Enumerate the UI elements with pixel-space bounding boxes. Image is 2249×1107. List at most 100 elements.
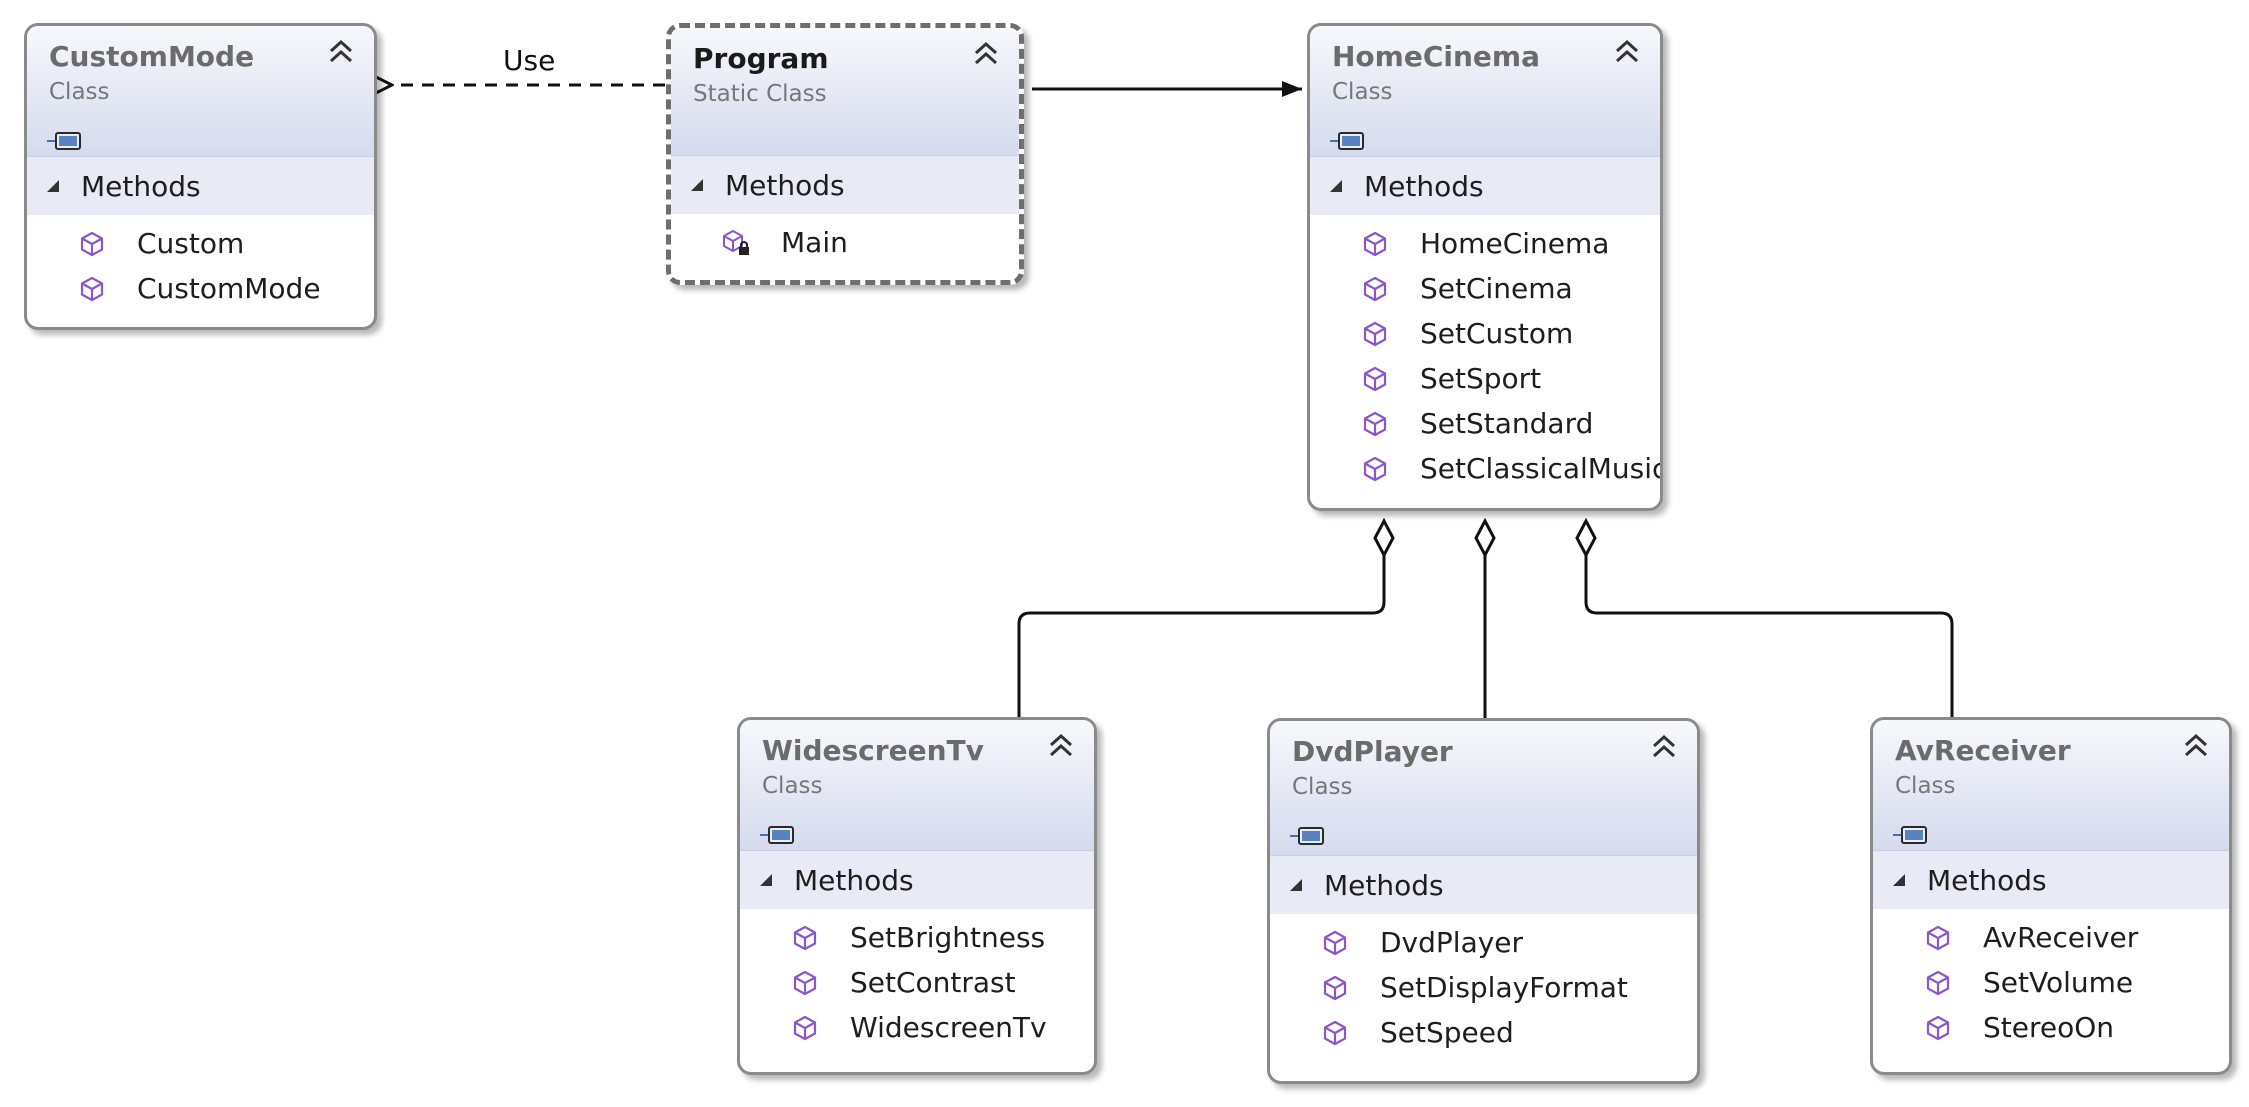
methods-section-header[interactable]: Methods <box>27 157 374 215</box>
section-label: Methods <box>1324 868 1444 902</box>
class-icon <box>1893 826 1927 844</box>
section-label: Methods <box>81 169 201 203</box>
method-name: SetVolume <box>1983 966 2134 999</box>
method-item[interactable]: Custom <box>27 221 374 266</box>
class-name: HomeCinema <box>1332 40 1540 73</box>
method-name: SetSpeed <box>1380 1016 1514 1049</box>
method-cube-icon <box>1323 930 1347 955</box>
method-item[interactable]: SetCustom <box>1310 311 1660 356</box>
method-cube-icon <box>1926 970 1950 995</box>
collapse-chevron-icon[interactable] <box>326 36 356 66</box>
collapse-triangle-icon[interactable] <box>47 180 59 192</box>
class-name: Program <box>693 42 829 75</box>
method-cube-icon <box>793 970 817 995</box>
method-item[interactable]: SetSpeed <box>1270 1010 1697 1055</box>
class-header[interactable]: AvReceiver Class <box>1873 720 2229 851</box>
class-name: AvReceiver <box>1895 734 2071 767</box>
aggregation-diamond-dvdplayer <box>1474 517 1496 559</box>
collapse-chevron-icon[interactable] <box>971 38 1001 68</box>
method-item[interactable]: SetCinema <box>1310 266 1660 311</box>
method-cube-icon <box>1363 366 1387 391</box>
method-cube-icon <box>80 276 104 301</box>
method-list: Main <box>671 214 1019 273</box>
method-item[interactable]: AvReceiver <box>1873 915 2229 960</box>
method-item[interactable]: SetContrast <box>740 960 1094 1005</box>
collapse-chevron-icon[interactable] <box>1649 731 1679 761</box>
section-label: Methods <box>1927 863 2047 897</box>
method-name: HomeCinema <box>1420 227 1610 260</box>
method-item[interactable]: SetSport <box>1310 356 1660 401</box>
class-box-custommode[interactable]: CustomMode Class Methods Custom CustomMo… <box>24 23 377 330</box>
method-cube-icon <box>1926 1015 1950 1040</box>
class-icon <box>760 826 794 844</box>
section-label: Methods <box>794 863 914 897</box>
method-name: SetBrightness <box>850 921 1046 954</box>
method-cube-icon <box>1363 321 1387 346</box>
class-box-program[interactable]: Program Static Class Methods Main <box>666 23 1024 285</box>
method-name: StereoOn <box>1983 1011 2115 1044</box>
collapse-chevron-icon[interactable] <box>1612 36 1642 66</box>
class-kind: Class <box>1895 773 1956 799</box>
method-name: SetCinema <box>1420 272 1573 305</box>
method-item[interactable]: StereoOn <box>1873 1005 2229 1050</box>
class-name: WidescreenTv <box>762 734 984 767</box>
method-item[interactable]: DvdPlayer <box>1270 920 1697 965</box>
class-header[interactable]: DvdPlayer Class <box>1270 721 1697 856</box>
method-item[interactable]: SetBrightness <box>740 915 1094 960</box>
class-box-dvdplayer[interactable]: DvdPlayer Class Methods DvdPlayer SetDis… <box>1267 718 1700 1084</box>
methods-section-header[interactable]: Methods <box>1310 157 1660 215</box>
class-name: CustomMode <box>49 40 255 73</box>
method-item[interactable]: CustomMode <box>27 266 374 311</box>
collapse-triangle-icon[interactable] <box>1893 874 1905 886</box>
class-kind: Class <box>1292 774 1353 800</box>
class-kind: Class <box>49 79 110 105</box>
method-name: SetCustom <box>1420 317 1574 350</box>
class-header[interactable]: Program Static Class <box>671 28 1019 156</box>
method-list: HomeCinema SetCinema SetCustom SetSport … <box>1310 215 1660 499</box>
collapse-chevron-icon[interactable] <box>1046 730 1076 760</box>
methods-section-header[interactable]: Methods <box>671 156 1019 214</box>
collapse-triangle-icon[interactable] <box>691 179 703 191</box>
method-name: SetSport <box>1420 362 1542 395</box>
aggregation-line-avreceiver[interactable] <box>1584 555 1954 717</box>
collapse-chevron-icon[interactable] <box>2181 730 2211 760</box>
method-name: Custom <box>137 227 245 260</box>
methods-section-header[interactable]: Methods <box>740 851 1094 909</box>
method-name: Main <box>781 226 848 259</box>
method-item[interactable]: Main <box>671 220 1019 265</box>
method-name: SetContrast <box>850 966 1016 999</box>
method-cube-icon <box>793 925 817 950</box>
method-item[interactable]: SetDisplayFormat <box>1270 965 1697 1010</box>
method-item[interactable]: SetStandard <box>1310 401 1660 446</box>
method-item[interactable]: SetClassicalMusic <box>1310 446 1660 491</box>
method-list: Custom CustomMode <box>27 215 374 319</box>
collapse-triangle-icon[interactable] <box>1330 180 1342 192</box>
collapse-triangle-icon[interactable] <box>760 874 772 886</box>
section-label: Methods <box>1364 169 1484 203</box>
class-box-widescreentv[interactable]: WidescreenTv Class Methods SetBrightness… <box>737 717 1097 1075</box>
class-header[interactable]: HomeCinema Class <box>1310 26 1660 157</box>
class-kind: Class <box>762 773 823 799</box>
class-header[interactable]: CustomMode Class <box>27 26 374 157</box>
class-box-homecinema[interactable]: HomeCinema Class Methods HomeCinema SetC… <box>1307 23 1663 511</box>
method-item[interactable]: WidescreenTv <box>740 1005 1094 1050</box>
method-item[interactable]: HomeCinema <box>1310 221 1660 266</box>
method-list: AvReceiver SetVolume StereoOn <box>1873 909 2229 1058</box>
class-box-avreceiver[interactable]: AvReceiver Class Methods AvReceiver SetV… <box>1870 717 2232 1075</box>
class-kind: Class <box>1332 79 1393 105</box>
method-name: SetDisplayFormat <box>1380 971 1628 1004</box>
aggregation-diamond-widescreentv <box>1373 517 1395 559</box>
method-name: AvReceiver <box>1983 921 2139 954</box>
collapse-triangle-icon[interactable] <box>1290 879 1302 891</box>
method-name: SetClassicalMusic <box>1420 452 1663 485</box>
method-name: WidescreenTv <box>850 1011 1047 1044</box>
relation-label-use: Use <box>503 44 556 77</box>
class-kind: Static Class <box>693 81 827 107</box>
class-header[interactable]: WidescreenTv Class <box>740 720 1094 851</box>
methods-section-header[interactable]: Methods <box>1873 851 2229 909</box>
aggregation-line-widescreentv[interactable] <box>1017 555 1386 717</box>
section-label: Methods <box>725 168 845 202</box>
method-item[interactable]: SetVolume <box>1873 960 2229 1005</box>
methods-section-header[interactable]: Methods <box>1270 856 1697 914</box>
